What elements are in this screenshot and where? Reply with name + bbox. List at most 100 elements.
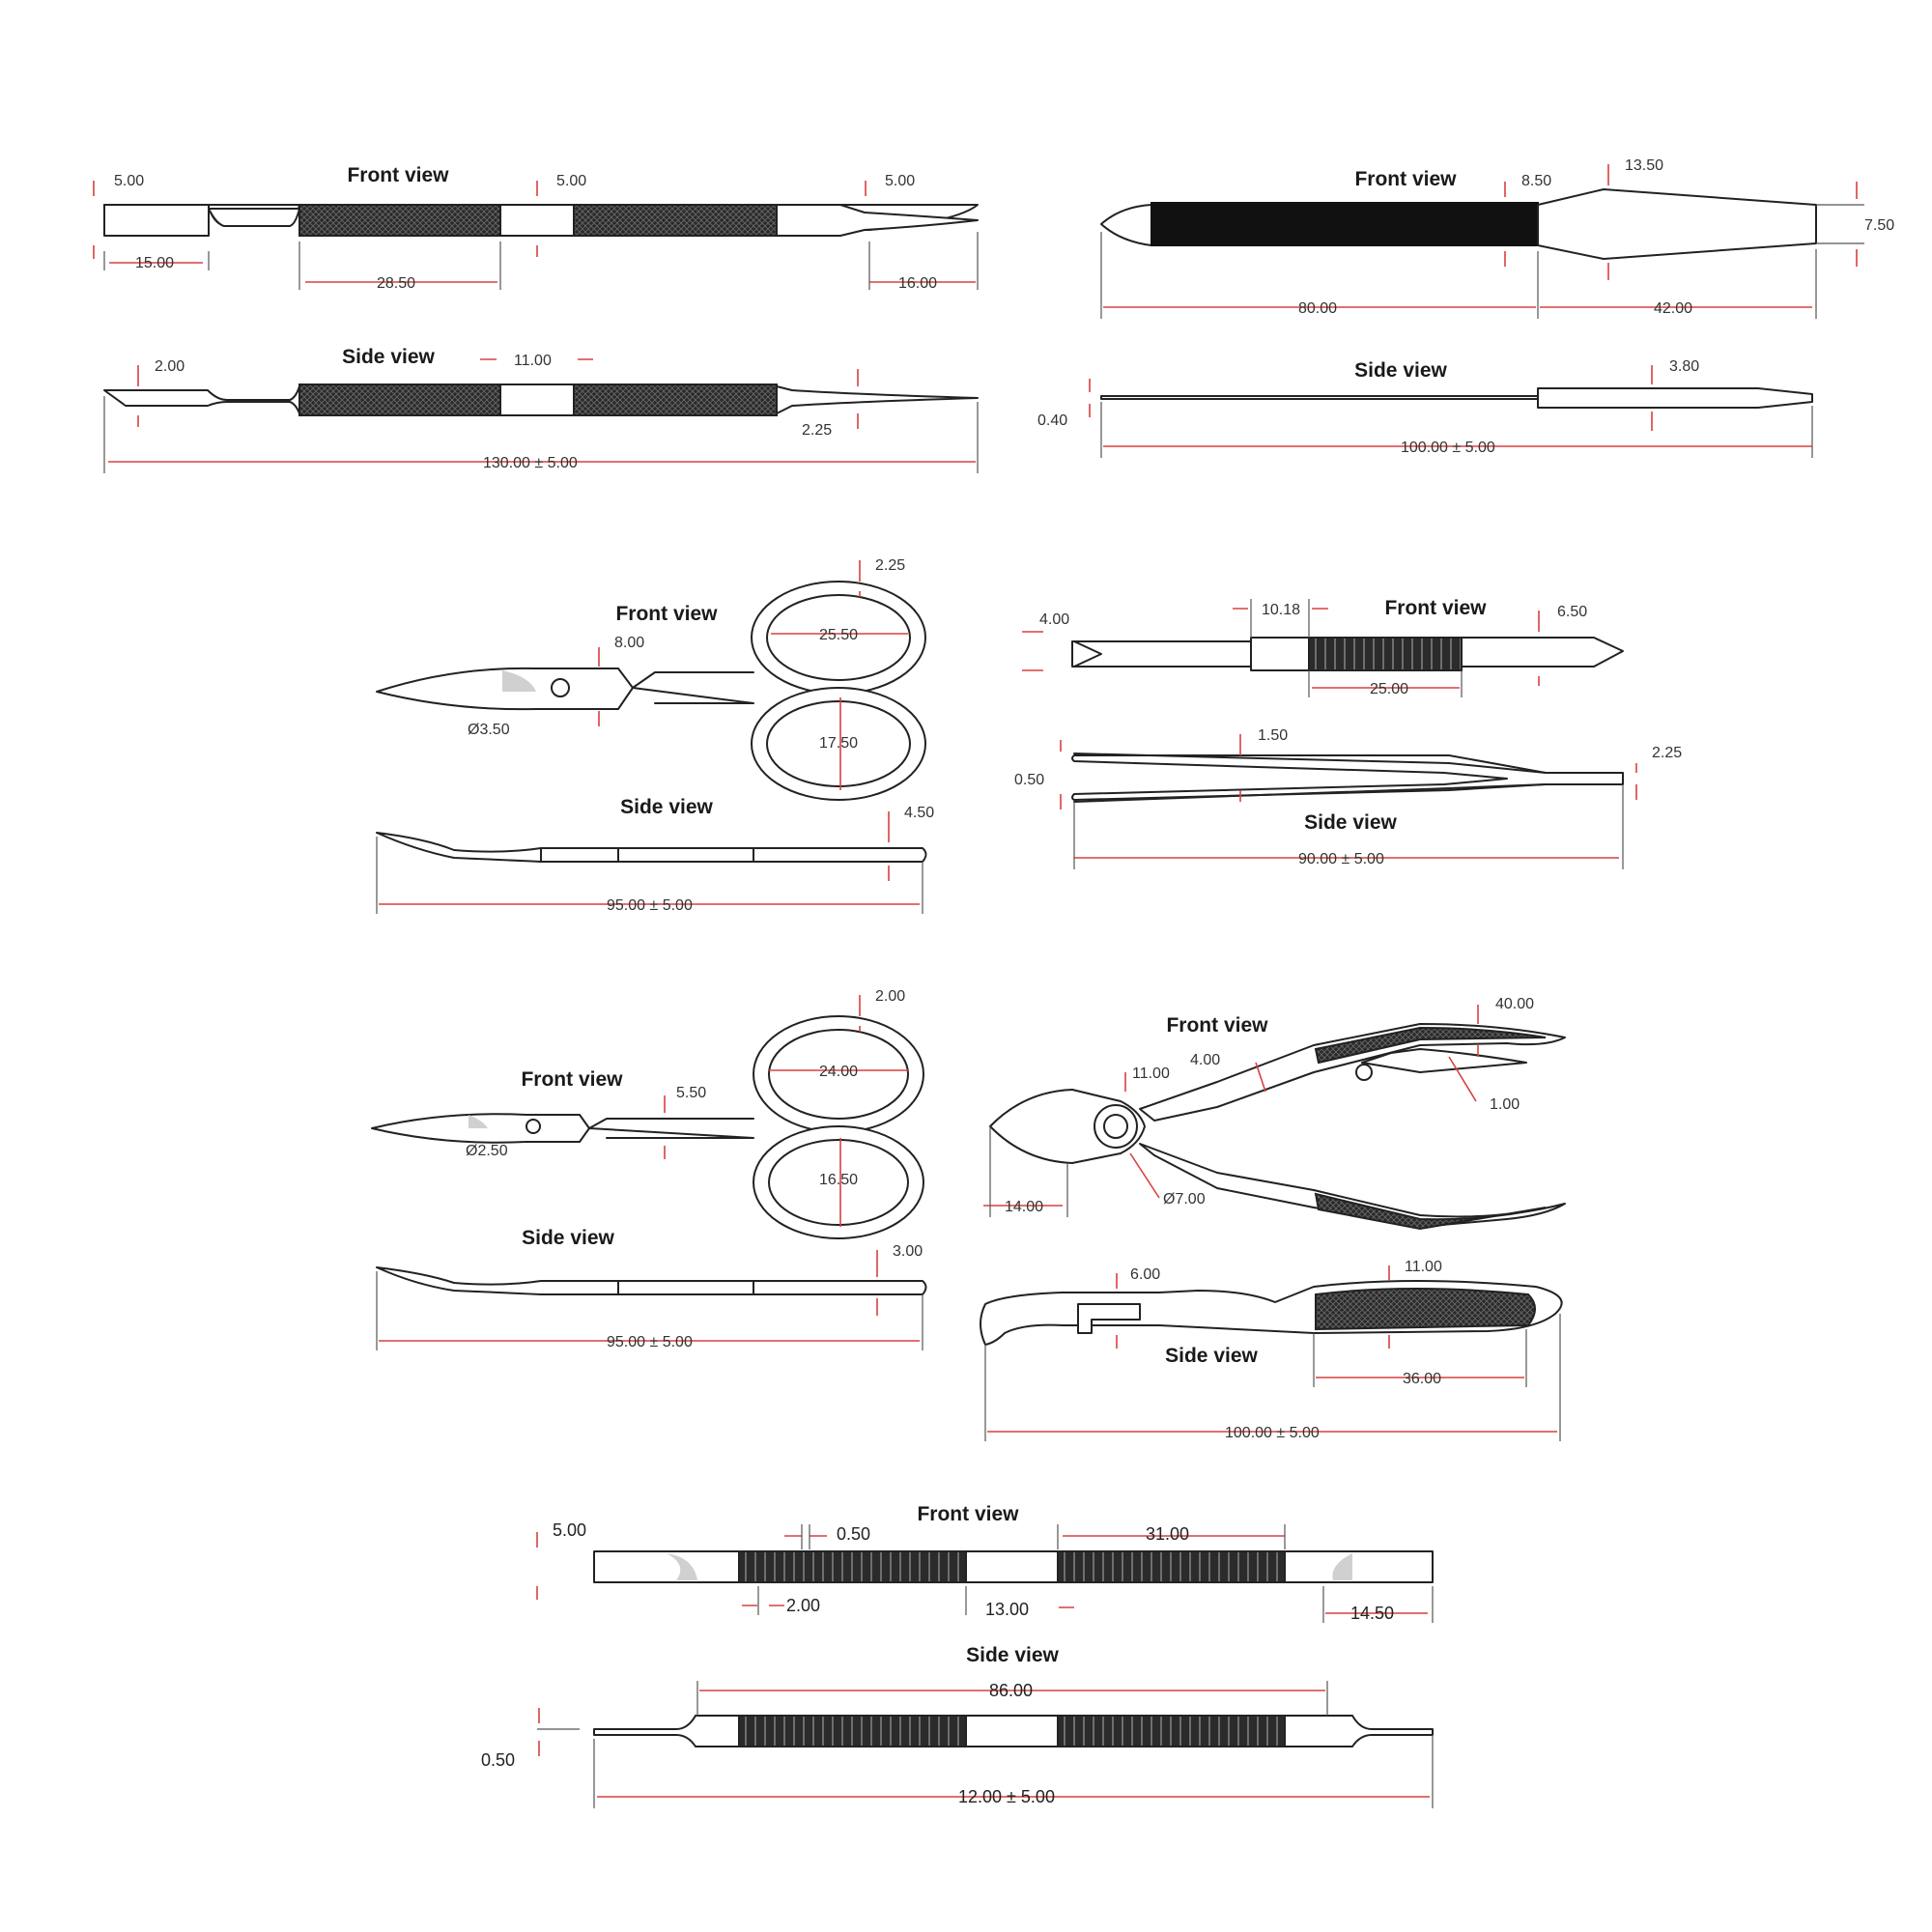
- tool2-front-dimlines: [1103, 164, 1858, 308]
- tool3-side-extlines: [376, 837, 923, 914]
- tool4-front-title: Front view: [1384, 597, 1487, 619]
- tool5-side-title: Side view: [522, 1227, 614, 1249]
- tool7-front-shade-left: [667, 1553, 697, 1580]
- tool3-side-title: Side view: [620, 796, 713, 818]
- tool4-dim-65: 6.50: [1557, 604, 1587, 620]
- tool6-front-extlines: [989, 1126, 1068, 1217]
- tool5-side-view: Side view 3.00 95.00 ± 5.00: [376, 1227, 927, 1350]
- tool2-dim-42: 42.00: [1654, 300, 1692, 317]
- tool1-side-view: Side view 2.00 11.00 2.25 130.00 ± 5.00: [103, 346, 979, 473]
- tool1-front-extlines: [103, 232, 979, 290]
- tool7-side-grip-right: [1057, 1715, 1286, 1747]
- tool7-dim-05b: 0.50: [481, 1750, 515, 1770]
- tool4-side-view: Side view 1.50 2.25 0.50 90.00 ± 5.00: [1014, 727, 1682, 869]
- tool2-side-extlines: [1100, 402, 1813, 458]
- tool1-side-center: [499, 384, 575, 416]
- tool4-front-collar: [1250, 637, 1310, 671]
- tool5-dim-24: 24.00: [819, 1064, 858, 1080]
- tool5-front-ring-top-inner: [768, 1029, 909, 1120]
- tool7-side-title: Side view: [966, 1644, 1059, 1666]
- tool7-front-dimlines: [536, 1532, 1428, 1614]
- tool7-dim-05: 0.50: [837, 1524, 870, 1544]
- tool7-front-view: Front view 5.00 0.50 31.00 2.00 13.00 14…: [536, 1503, 1434, 1623]
- tool2-side-dimlines: [1089, 365, 1812, 447]
- tool3-front-shade: [502, 670, 536, 692]
- tool3-side-view: Side view 4.50 95.00 ± 5.00: [376, 796, 934, 914]
- tool6-side-dimlines: [987, 1265, 1557, 1433]
- tool2-front-blade: [1151, 202, 1539, 246]
- tool3-front-dimlines: [598, 560, 908, 790]
- tool2-front-handle: [1537, 188, 1817, 260]
- tool3-front-ring-bottom-inner: [766, 700, 911, 787]
- tool1-dim-5b: 5.00: [556, 173, 586, 189]
- tool5-front-view: Front view 2.00 24.00 5.50 Ø2.50 16.50: [371, 988, 924, 1239]
- tool4-side-arms: [1073, 753, 1547, 803]
- tool3-side-body: [376, 832, 927, 863]
- tool4-dim-90: 90.00 ± 5.00: [1298, 851, 1384, 867]
- tool7-front-extlines: [757, 1524, 1434, 1623]
- tool4-side-dimlines: [1060, 734, 1637, 859]
- tool6-front-grip-top: [1314, 1026, 1547, 1065]
- tool1-front-title: Front view: [347, 164, 449, 186]
- tool1-dim-11: 11.00: [514, 353, 552, 369]
- tool3-front-screw-icon: [551, 678, 570, 697]
- tool1-dim-5c: 5.00: [885, 173, 915, 189]
- tool6-side-title: Side view: [1165, 1345, 1258, 1367]
- tool6-dim-7: Ø7.00: [1163, 1191, 1206, 1208]
- tool6-dim-11b: 11.00: [1405, 1259, 1442, 1275]
- tool6-front-title: Front view: [1166, 1014, 1268, 1037]
- tool4-dim-4: 4.00: [1039, 611, 1069, 628]
- tool5-side-dimlines: [379, 1250, 920, 1342]
- tool1-front-center: [499, 204, 575, 237]
- tool7-dim-2: 2.00: [786, 1596, 820, 1615]
- tool6-front-screw-icon: [1103, 1114, 1128, 1139]
- tool7-side-grip-left: [738, 1715, 967, 1747]
- tool5-front-dimlines: [664, 995, 908, 1227]
- tool1-front-flat-end: [103, 204, 210, 237]
- tool5-side-body: [376, 1266, 927, 1295]
- tool6-dim-40: 40.00: [1495, 996, 1534, 1012]
- tool1-dim-2: 2.00: [155, 358, 185, 375]
- tool7-dim-12: 12.00 ± 5.00: [958, 1787, 1055, 1806]
- tool6-side-grip: [1315, 1288, 1536, 1331]
- tool5-dim-95: 95.00 ± 5.00: [607, 1334, 693, 1350]
- tool5-front-ring-bottom-inner: [768, 1139, 909, 1226]
- tool3-dim-175: 17.50: [819, 735, 858, 752]
- tool2-dim-80: 80.00: [1298, 300, 1337, 317]
- tool1-dim-130: 130.00 ± 5.00: [483, 455, 578, 471]
- tool3-front-ring-top-inner: [766, 594, 911, 681]
- tool6-dim-1: 1.00: [1490, 1096, 1520, 1113]
- tool2-front-view: Front view 8.50 13.50 7.50 80.00 42.00: [1100, 157, 1894, 319]
- tool5-dim-2: 2.00: [875, 988, 905, 1005]
- tool7-front-shade-right: [1332, 1553, 1352, 1580]
- tool7-dim-13: 13.00: [985, 1600, 1029, 1619]
- tool1-front-view: Front view 5.00 5.00 5.00 15.00 28.50 16…: [93, 164, 979, 292]
- tool4-dim-05: 0.50: [1014, 772, 1044, 788]
- tool6-dim-14: 14.00: [1005, 1199, 1043, 1215]
- tool7-side-extlines: [537, 1681, 1434, 1808]
- tool4-front-view: Front view 4.00 10.18 6.50 25.00: [1022, 597, 1624, 697]
- tool5-dim-55: 5.50: [676, 1085, 706, 1101]
- tool1-side-dimlines: [108, 358, 976, 463]
- tool3-side-dimlines: [379, 811, 920, 905]
- tool3-dim-8: 8.00: [614, 635, 644, 651]
- tool2-side-handle: [1537, 387, 1813, 409]
- tool1-side-grip-right: [573, 384, 778, 416]
- tool3-dim-35: Ø3.50: [468, 722, 510, 738]
- tool4-dim-25: 25.00: [1370, 681, 1408, 697]
- tool4-front-grip: [1308, 637, 1463, 671]
- tool6-dim-6: 6.00: [1130, 1266, 1160, 1283]
- tool3-side-joints: [540, 847, 754, 863]
- tool5-front-title: Front view: [521, 1068, 623, 1091]
- tool3-front-view: Front view 2.25 25.50 8.00 Ø3.50 17.50: [376, 557, 926, 801]
- tool7-dim-31: 31.00: [1146, 1524, 1189, 1544]
- tool1-front-dimlines: [93, 181, 976, 283]
- tool2-dim-85: 8.50: [1521, 173, 1551, 189]
- tool6-side-joint: [1077, 1303, 1141, 1334]
- tool1-dim-15: 15.00: [135, 255, 174, 271]
- tool7-side-body: [593, 1715, 1434, 1747]
- tool6-dim-100: 100.00 ± 5.00: [1225, 1425, 1320, 1441]
- tool5-side-extlines: [376, 1271, 923, 1350]
- tool2-dim-75: 7.50: [1864, 217, 1894, 234]
- tool3-front-title: Front view: [615, 603, 718, 625]
